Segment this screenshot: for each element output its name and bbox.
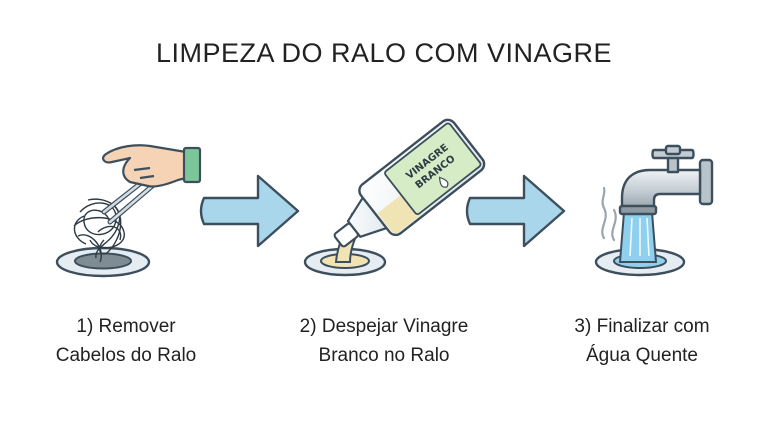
diagram-title: LIMPEZA DO RALO COM VINAGRE <box>155 38 613 68</box>
hot-water-stream <box>618 211 658 263</box>
step-3-label-line-1: 3) Finalizar com <box>574 316 710 337</box>
step-3-label-line-2: Água Quente <box>586 345 698 366</box>
faucet-icon <box>618 144 714 216</box>
steam-icon <box>601 186 617 242</box>
drain-1 <box>55 246 151 278</box>
step-3-caption: 3) Finalizar com Água Quente <box>527 312 757 370</box>
arrow-2-icon <box>465 174 566 248</box>
drop-icon <box>438 176 449 188</box>
step-1-label-line-2: Cabelos do Ralo <box>55 345 197 366</box>
step-1-caption: 1) Remover Cabelos do Ralo <box>11 312 241 370</box>
vinegar-bottle-icon: VINAGRE BRANCO <box>333 118 486 248</box>
arrow-1-icon <box>199 174 300 248</box>
hand-icon <box>102 144 202 188</box>
step-3-illustration <box>594 144 714 277</box>
step-1-label-line-1: 1) Remover <box>76 316 176 337</box>
step-2-illustration: VINAGRE BRANCO <box>303 118 486 277</box>
step-2-label-line-2: Branco no Ralo <box>318 345 450 366</box>
step-2-label-line-1: 2) Despejar Vinagre <box>299 316 469 337</box>
step-2-caption: 2) Despejar Vinagre Branco no Ralo <box>269 312 499 370</box>
step-1-illustration <box>55 144 202 278</box>
